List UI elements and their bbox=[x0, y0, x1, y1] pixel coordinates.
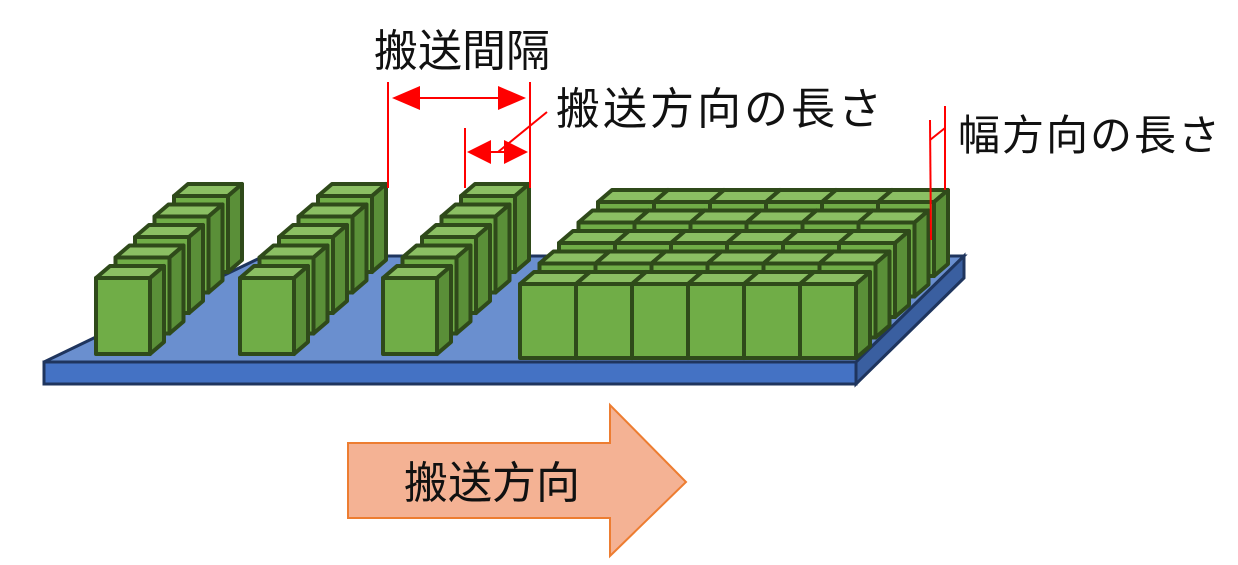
box-side-face bbox=[454, 243, 473, 336]
box-front-face bbox=[798, 282, 858, 360]
stacked-box bbox=[238, 264, 310, 356]
box-side-face bbox=[474, 223, 492, 315]
box-side-face bbox=[292, 264, 310, 356]
direction-arrow-shape bbox=[347, 402, 688, 559]
box-side-face bbox=[912, 208, 931, 299]
interval-arrowhead-left bbox=[392, 86, 420, 110]
tray-side-face bbox=[854, 252, 966, 388]
box-front-face bbox=[518, 282, 578, 360]
box-side-face bbox=[187, 223, 205, 315]
box-side-face bbox=[167, 243, 186, 336]
length-arrowhead-left bbox=[467, 140, 491, 164]
width-ext-line-left bbox=[929, 119, 932, 241]
box-front-face bbox=[630, 282, 690, 360]
box-front-face bbox=[238, 276, 296, 356]
label-conveyance-interval: 搬送間隔 bbox=[374, 26, 550, 77]
interval-arrowhead-right bbox=[498, 86, 526, 110]
label-length-conveyance-direction: 搬送方向の長さ bbox=[556, 84, 885, 135]
label-length-width-direction: 幅方向の長さ bbox=[958, 111, 1222, 160]
box-side-face bbox=[226, 182, 244, 274]
box-front-face bbox=[686, 282, 746, 360]
box-front-face bbox=[381, 276, 439, 356]
box-side-face bbox=[311, 243, 330, 336]
label-conveyance-direction: 搬送方向 bbox=[404, 458, 580, 509]
box-side-face bbox=[932, 188, 950, 278]
box-side-face bbox=[493, 202, 512, 295]
box-side-face bbox=[893, 229, 911, 319]
box-side-face bbox=[854, 270, 872, 360]
conveyance-direction-arrow: 搬送方向 bbox=[347, 402, 688, 559]
box-side-face bbox=[350, 202, 369, 295]
width-tick bbox=[929, 127, 946, 141]
box-front-face bbox=[574, 282, 634, 360]
length-arrowhead-right bbox=[504, 140, 528, 164]
box-side-face bbox=[370, 182, 388, 274]
box-side-face bbox=[513, 182, 531, 274]
length-leader-line bbox=[497, 111, 548, 153]
tray-front-face bbox=[42, 360, 858, 386]
box-side-face bbox=[873, 249, 892, 340]
box-side-face bbox=[435, 264, 453, 356]
stacked-box bbox=[381, 264, 453, 356]
box-side-face bbox=[331, 223, 349, 315]
box-side-face bbox=[148, 264, 166, 356]
box-front-face bbox=[94, 276, 152, 356]
box-front-face bbox=[742, 282, 802, 360]
block-box bbox=[798, 270, 872, 360]
boxes-layer bbox=[94, 182, 950, 360]
box-side-face bbox=[206, 202, 225, 295]
stacked-box bbox=[94, 264, 166, 356]
dimension-annotations bbox=[387, 82, 946, 241]
